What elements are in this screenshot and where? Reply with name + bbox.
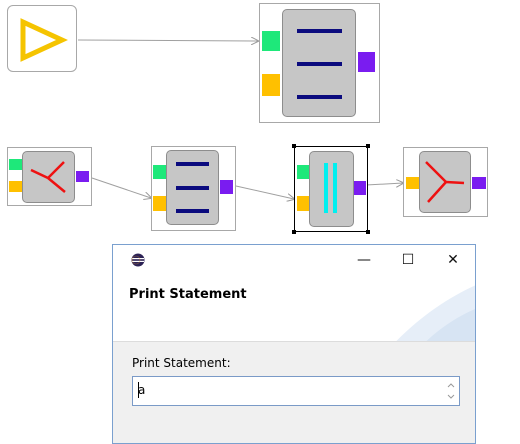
dialog-header: Print Statement bbox=[113, 275, 475, 341]
node-source[interactable] bbox=[7, 5, 77, 72]
diagram-canvas bbox=[7, 0, 520, 425]
input-port-green[interactable] bbox=[153, 165, 166, 179]
connector-print-to-parallel bbox=[235, 185, 294, 199]
selection-handle-tl[interactable] bbox=[292, 144, 296, 148]
scroll-arrows-icon[interactable] bbox=[446, 379, 456, 403]
output-port-purple[interactable] bbox=[220, 180, 233, 194]
close-button[interactable]: ✕ bbox=[447, 252, 459, 268]
input-port-green[interactable] bbox=[262, 31, 280, 51]
output-port-purple[interactable] bbox=[472, 177, 486, 189]
node-merge[interactable] bbox=[7, 147, 92, 206]
node-parallel[interactable] bbox=[294, 146, 368, 232]
dialog-titlebar[interactable]: — ☐ ✕ bbox=[113, 245, 475, 275]
minimize-button[interactable]: — bbox=[357, 252, 371, 268]
node-print-small[interactable] bbox=[151, 146, 236, 231]
input-port-yellow[interactable] bbox=[406, 177, 419, 189]
text-caret bbox=[138, 382, 139, 398]
output-port-purple[interactable] bbox=[354, 181, 366, 195]
input-port-yellow[interactable] bbox=[9, 181, 22, 192]
connector-parallel-to-split bbox=[365, 183, 403, 185]
connectors bbox=[77, 0, 520, 425]
node-split[interactable] bbox=[403, 147, 488, 217]
input-port-yellow[interactable] bbox=[262, 74, 280, 96]
input-port-green[interactable] bbox=[297, 165, 309, 179]
print-statement-input[interactable]: a bbox=[132, 376, 460, 406]
dialog-header-title: Print Statement bbox=[129, 287, 247, 302]
input-port-yellow[interactable] bbox=[297, 196, 309, 211]
selection-handle-br[interactable] bbox=[366, 230, 370, 234]
node-print-large[interactable] bbox=[259, 3, 380, 123]
input-port-green[interactable] bbox=[9, 159, 22, 170]
connector-merge-to-print bbox=[91, 177, 151, 198]
print-statement-dialog: — ☐ ✕ Print Statement Print Statement: a bbox=[112, 244, 476, 444]
output-port-purple[interactable] bbox=[358, 52, 375, 72]
print-statement-value: a bbox=[138, 383, 146, 397]
merge-y-icon bbox=[30, 161, 66, 193]
selection-outline bbox=[294, 146, 368, 232]
print-statement-label: Print Statement: bbox=[132, 356, 231, 370]
input-port-yellow[interactable] bbox=[153, 196, 166, 211]
output-port-purple[interactable] bbox=[76, 171, 89, 182]
selection-handle-bl[interactable] bbox=[292, 230, 296, 234]
header-decoration bbox=[396, 285, 475, 341]
node-body bbox=[309, 151, 354, 227]
selection-handle-tr[interactable] bbox=[366, 144, 370, 148]
split-y-icon bbox=[425, 161, 465, 203]
connector-source-to-print bbox=[77, 40, 258, 41]
maximize-button[interactable]: ☐ bbox=[401, 252, 415, 268]
eclipse-app-icon bbox=[131, 253, 145, 267]
play-triangle-icon bbox=[20, 18, 68, 62]
dialog-content: Print Statement: a bbox=[113, 341, 475, 443]
